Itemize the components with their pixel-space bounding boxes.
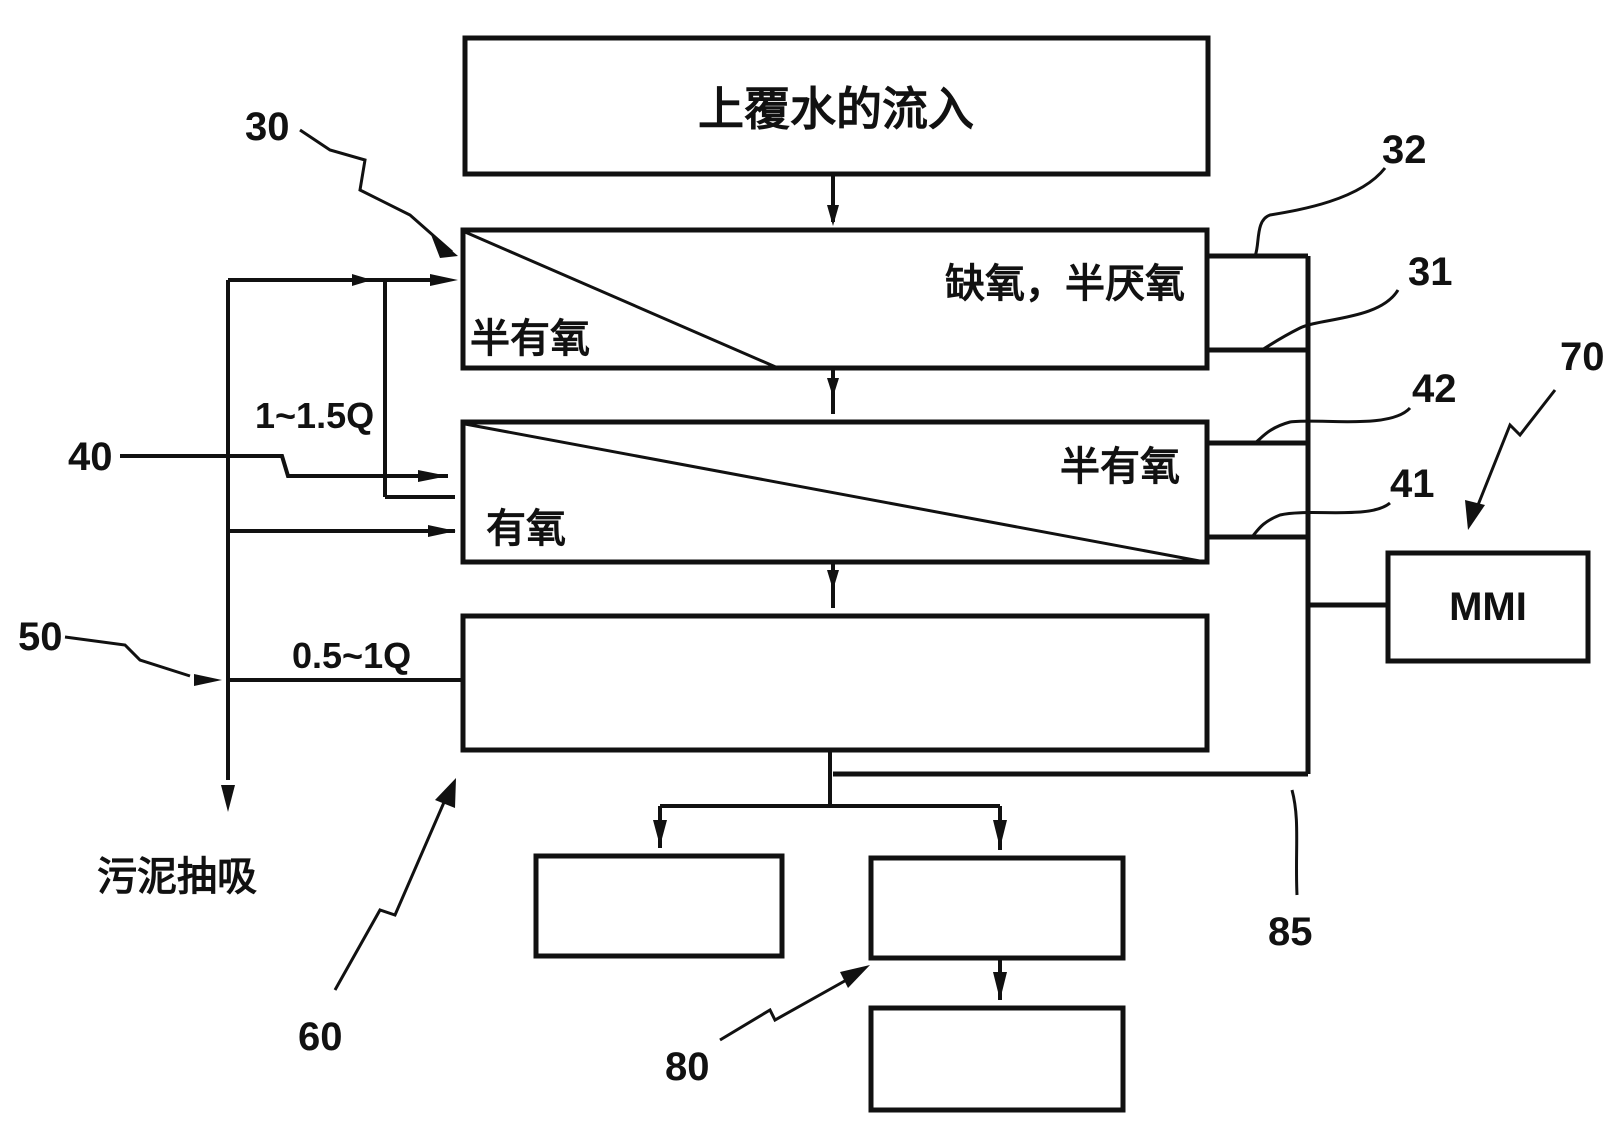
arrow-leader-30 bbox=[430, 232, 458, 258]
leader-70 bbox=[1476, 389, 1557, 506]
leader-30 bbox=[299, 128, 453, 254]
arrow-leader-60 bbox=[435, 778, 456, 808]
label-32: 32 bbox=[1382, 128, 1427, 172]
label-85: 85 bbox=[1268, 910, 1313, 954]
arrow-zone2-to-clarifier bbox=[827, 570, 839, 590]
leader-41 bbox=[1250, 501, 1391, 538]
leader-31 bbox=[1261, 289, 1400, 352]
arrow-sludge-out bbox=[221, 785, 235, 812]
clarifier-box bbox=[460, 613, 1210, 753]
zone1-right-label: 缺氧，半厌氧 bbox=[945, 261, 1185, 307]
leader-42 bbox=[1254, 406, 1412, 445]
feed-line-40 bbox=[120, 454, 448, 478]
output-box-left bbox=[533, 853, 785, 959]
label-41: 41 bbox=[1390, 462, 1435, 506]
zone2-right-label: 半有氧 bbox=[1060, 444, 1180, 490]
arrow-into-zone1 bbox=[827, 205, 839, 226]
zone1-left-label: 半有氧 bbox=[470, 316, 590, 362]
leader-80 bbox=[719, 976, 851, 1042]
arrow-leader-80 bbox=[840, 965, 870, 988]
arrow-zone1-to-zone2 bbox=[827, 378, 839, 397]
arrow-into-zone1-side bbox=[430, 274, 458, 286]
zone1-diagonal bbox=[464, 230, 779, 370]
label-70: 70 bbox=[1560, 335, 1605, 379]
arrow-into-zone2-side bbox=[428, 525, 456, 537]
arrow-to-output-left bbox=[653, 820, 667, 846]
arrow-return-a bbox=[352, 274, 372, 286]
leader-32 bbox=[1253, 167, 1387, 257]
label-42: 42 bbox=[1412, 367, 1457, 411]
arrow-feed-40 bbox=[418, 470, 448, 482]
mmi-label: MMI bbox=[1449, 585, 1527, 629]
zone2-left-label: 有氧 bbox=[486, 506, 566, 552]
flow-lower-label: 0.5~1Q bbox=[292, 635, 411, 676]
output-box-right bbox=[868, 855, 1126, 961]
label-31: 31 bbox=[1408, 250, 1453, 294]
flow-upper-label: 1~1.5Q bbox=[255, 395, 374, 436]
arrow-to-output-bottom bbox=[993, 972, 1007, 1000]
label-50: 50 bbox=[18, 615, 63, 659]
leader-85 bbox=[1290, 789, 1299, 896]
zone2-diagonal bbox=[464, 422, 1206, 564]
mmi-box bbox=[1385, 550, 1591, 664]
arrow-to-output-right bbox=[993, 820, 1007, 848]
leader-60 bbox=[333, 799, 447, 991]
label-80: 80 bbox=[665, 1045, 710, 1089]
inflow-label: 上覆水的流入 bbox=[698, 82, 974, 136]
label-40: 40 bbox=[68, 435, 113, 479]
label-30: 30 bbox=[245, 105, 290, 149]
label-60: 60 bbox=[298, 1015, 343, 1059]
output-box-bottom bbox=[868, 1005, 1126, 1113]
arrow-leader-70 bbox=[1465, 500, 1485, 530]
reactor-zone-1 bbox=[460, 227, 1210, 371]
arrow-50-in bbox=[194, 674, 222, 686]
inflow-box bbox=[462, 35, 1211, 177]
leader-50 bbox=[64, 635, 191, 678]
sludge-label: 污泥抽吸 bbox=[97, 854, 257, 900]
